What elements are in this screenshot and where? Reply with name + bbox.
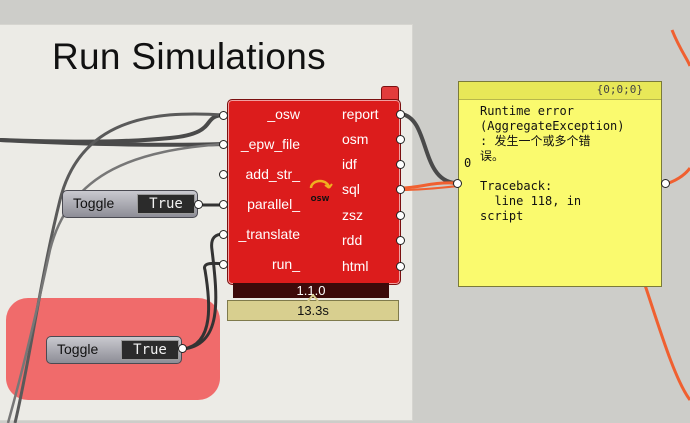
wire-epw: [0, 138, 225, 147]
panel-text[interactable]: Runtime error (AggregateException) : 发生一…: [480, 104, 625, 223]
input-grip-parallel[interactable]: [219, 200, 228, 209]
wire-toggle-translate: [182, 232, 225, 351]
panel-index: 0: [464, 156, 472, 170]
panel-input-grip[interactable]: [453, 179, 462, 188]
toggle-label: Toggle: [57, 341, 99, 357]
toggle-value[interactable]: True: [137, 194, 195, 214]
output-html[interactable]: html: [342, 258, 369, 274]
wire-osw: [0, 113, 225, 144]
output-report[interactable]: report: [342, 106, 379, 122]
output-grip-html[interactable]: [396, 262, 405, 271]
toggle-value[interactable]: True: [121, 340, 179, 360]
wire-report-panel: [400, 112, 456, 185]
output-rdd[interactable]: rdd: [342, 232, 363, 248]
output-idf[interactable]: idf: [342, 156, 357, 172]
input-grip-epw[interactable]: [219, 140, 228, 149]
input-epw-file[interactable]: _epw_file: [240, 136, 300, 152]
input-grip-osw[interactable]: [219, 111, 228, 120]
toggle-run-output-grip[interactable]: [178, 344, 187, 353]
toggle-parallel-output-grip[interactable]: [194, 200, 203, 209]
wire-epw-down: [6, 142, 225, 423]
panel-path: {0;0;0}: [596, 83, 643, 96]
input-grip-translate[interactable]: [219, 230, 228, 239]
component-runtime: 13.3s: [227, 300, 399, 321]
toggle-label: Toggle: [73, 195, 115, 211]
osw-logo-text: OSW: [311, 195, 330, 203]
output-grip-idf[interactable]: [396, 160, 405, 169]
output-grip-sql[interactable]: [396, 185, 405, 194]
wire-right-down: [643, 284, 690, 401]
output-grip-report[interactable]: [396, 110, 405, 119]
wire-right-top: [670, 29, 690, 67]
input-run[interactable]: run_: [271, 256, 300, 272]
group-title: Run Simulations: [52, 36, 326, 77]
osw-logo-icon: OSW: [309, 179, 333, 203]
input-parallel[interactable]: parallel_: [247, 196, 300, 212]
toggle-parallel[interactable]: Toggle True: [62, 190, 198, 218]
input-grip-add-str[interactable]: [219, 170, 228, 179]
output-osm[interactable]: osm: [342, 131, 369, 147]
output-zsz[interactable]: zsz: [342, 207, 363, 223]
output-grip-zsz[interactable]: [396, 211, 405, 220]
output-grip-osm[interactable]: [396, 135, 405, 144]
input-add-str[interactable]: add_str_: [245, 166, 300, 182]
wire-toggle-run: [182, 261, 225, 351]
input-osw[interactable]: _osw: [267, 106, 300, 122]
input-translate[interactable]: _translate: [238, 226, 300, 242]
component-version: 1.1.0: [233, 283, 389, 298]
output-sql[interactable]: sql: [342, 181, 360, 197]
wire-osw-down: [13, 112, 225, 423]
report-panel[interactable]: {0;0;0} 0 Runtime error (AggregateExcept…: [458, 81, 662, 287]
output-grip-rdd[interactable]: [396, 236, 405, 245]
toggle-run[interactable]: Toggle True: [46, 336, 182, 364]
panel-header: {0;0;0}: [459, 82, 661, 100]
panel-output-grip[interactable]: [661, 179, 670, 188]
run-simulation-component[interactable]: [227, 99, 401, 285]
runtime-caret-icon: [307, 293, 319, 302]
wire-sql-orange: [400, 181, 456, 190]
input-grip-run[interactable]: [219, 260, 228, 269]
